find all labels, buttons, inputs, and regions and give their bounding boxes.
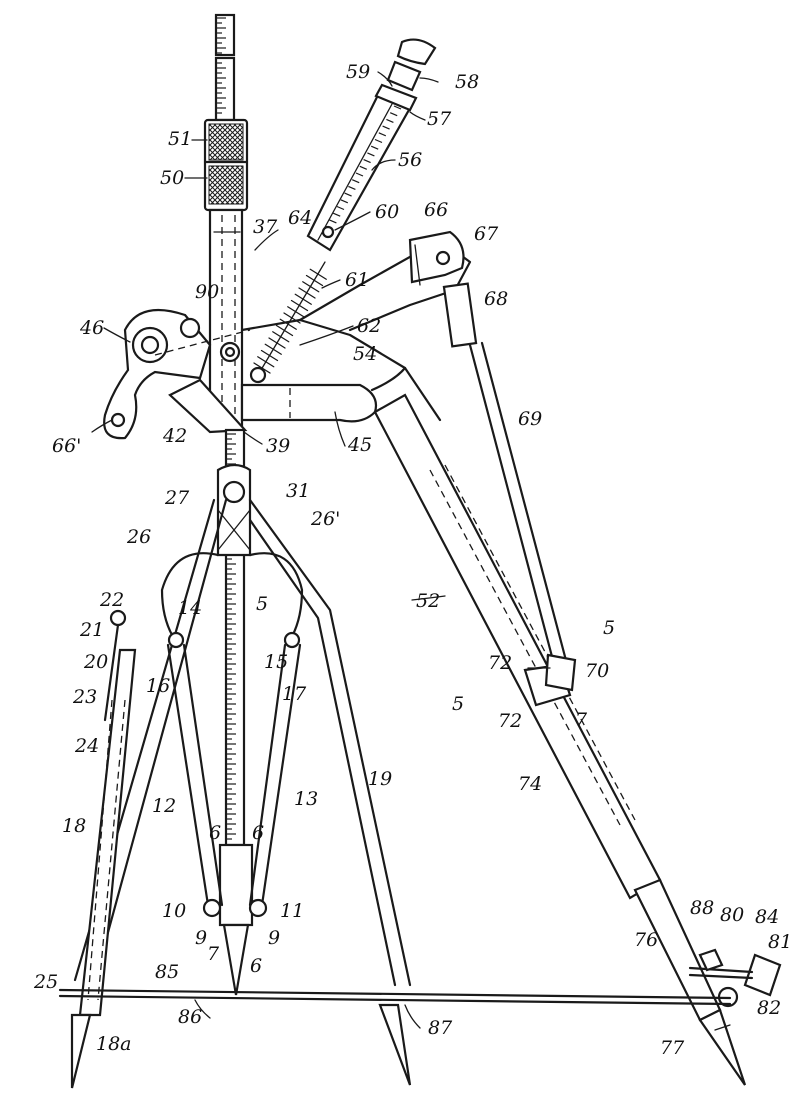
label-26-prime: 26' [310,508,340,530]
label-68: 68 [484,288,508,310]
label-74: 74 [518,773,542,795]
label-19: 19 [368,768,392,790]
label-57: 57 [427,108,452,130]
bracket-arm [408,230,570,670]
label-84: 84 [755,906,779,928]
label-70: 70 [585,660,609,682]
label-82: 82 [757,997,781,1019]
label-58: 58 [455,71,479,93]
label-5-left: 5 [452,693,464,715]
central-sleeve [208,208,244,432]
label-6-bottom: 6 [250,955,262,977]
label-6-left: 6 [209,822,221,844]
screw-rod-top [214,13,236,122]
label-31: 31 [286,480,310,502]
label-15: 15 [264,651,288,673]
label-24: 24 [74,735,99,757]
label-66-prime: 66' [52,435,81,457]
screw-tube [306,38,437,252]
label-21: 21 [79,619,104,641]
label-26: 26 [126,526,151,548]
label-61: 61 [345,269,369,291]
label-42: 42 [162,425,187,447]
label-5-right: 5 [603,617,615,639]
label-66: 66 [424,199,448,221]
label-59: 59 [346,61,370,83]
label-81: 81 [768,931,792,953]
label-64: 64 [288,207,312,229]
label-67: 67 [474,223,499,245]
toggle-link [103,308,251,440]
fork-head [73,463,412,987]
right-leg [378,1003,412,1086]
label-9-left: 9 [195,927,207,949]
label-52: 52 [416,590,440,612]
long-leg [373,393,747,1086]
label-17: 17 [282,683,307,705]
label-76: 76 [634,929,658,951]
label-86: 86 [178,1006,202,1028]
label-72-lower: 72 [498,710,522,732]
cross-rod [58,988,732,1006]
reference-labels: 51 50 59 58 57 56 60 66 67 37 64 61 68 9… [33,61,792,1059]
label-7-bottom: 7 [207,943,220,965]
spring-anchor [249,366,267,384]
label-69: 69 [518,408,542,430]
inner-bow [160,552,304,918]
label-56: 56 [398,149,422,171]
label-45: 45 [347,434,372,456]
body-block [168,238,472,434]
label-12: 12 [152,795,176,817]
label-87: 87 [428,1017,453,1039]
label-80: 80 [720,904,744,926]
label-85: 85 [155,961,179,983]
label-14: 14 [178,597,202,619]
label-27: 27 [164,487,190,509]
label-37: 37 [253,216,278,238]
left-leg [70,609,137,1089]
label-60: 60 [375,201,399,223]
pen-clamp [688,948,782,1008]
label-7-right: 7 [575,709,588,731]
label-23: 23 [72,686,97,708]
label-16: 16 [146,675,170,697]
label-88: 88 [690,897,714,919]
label-22: 22 [99,589,124,611]
label-11: 11 [280,900,304,922]
spring [253,261,327,376]
label-90: 90 [195,281,219,303]
label-46: 46 [79,317,104,339]
label-18a: 18a [96,1033,132,1055]
leader-lines [91,71,551,1029]
label-62: 62 [357,315,381,337]
label-50: 50 [160,167,184,189]
label-18: 18 [62,815,86,837]
label-39: 39 [266,435,290,457]
knurled-nut [203,118,249,212]
label-6-right: 6 [252,822,264,844]
label-10: 10 [162,900,186,922]
label-77: 77 [660,1037,685,1059]
label-25: 25 [33,971,58,993]
label-72-upper: 72 [488,652,512,674]
label-9-right: 9 [268,927,280,949]
label-13: 13 [294,788,318,810]
label-20: 20 [83,651,108,673]
label-54: 54 [353,343,377,365]
label-5-top: 5 [256,593,268,615]
label-51: 51 [168,128,192,150]
